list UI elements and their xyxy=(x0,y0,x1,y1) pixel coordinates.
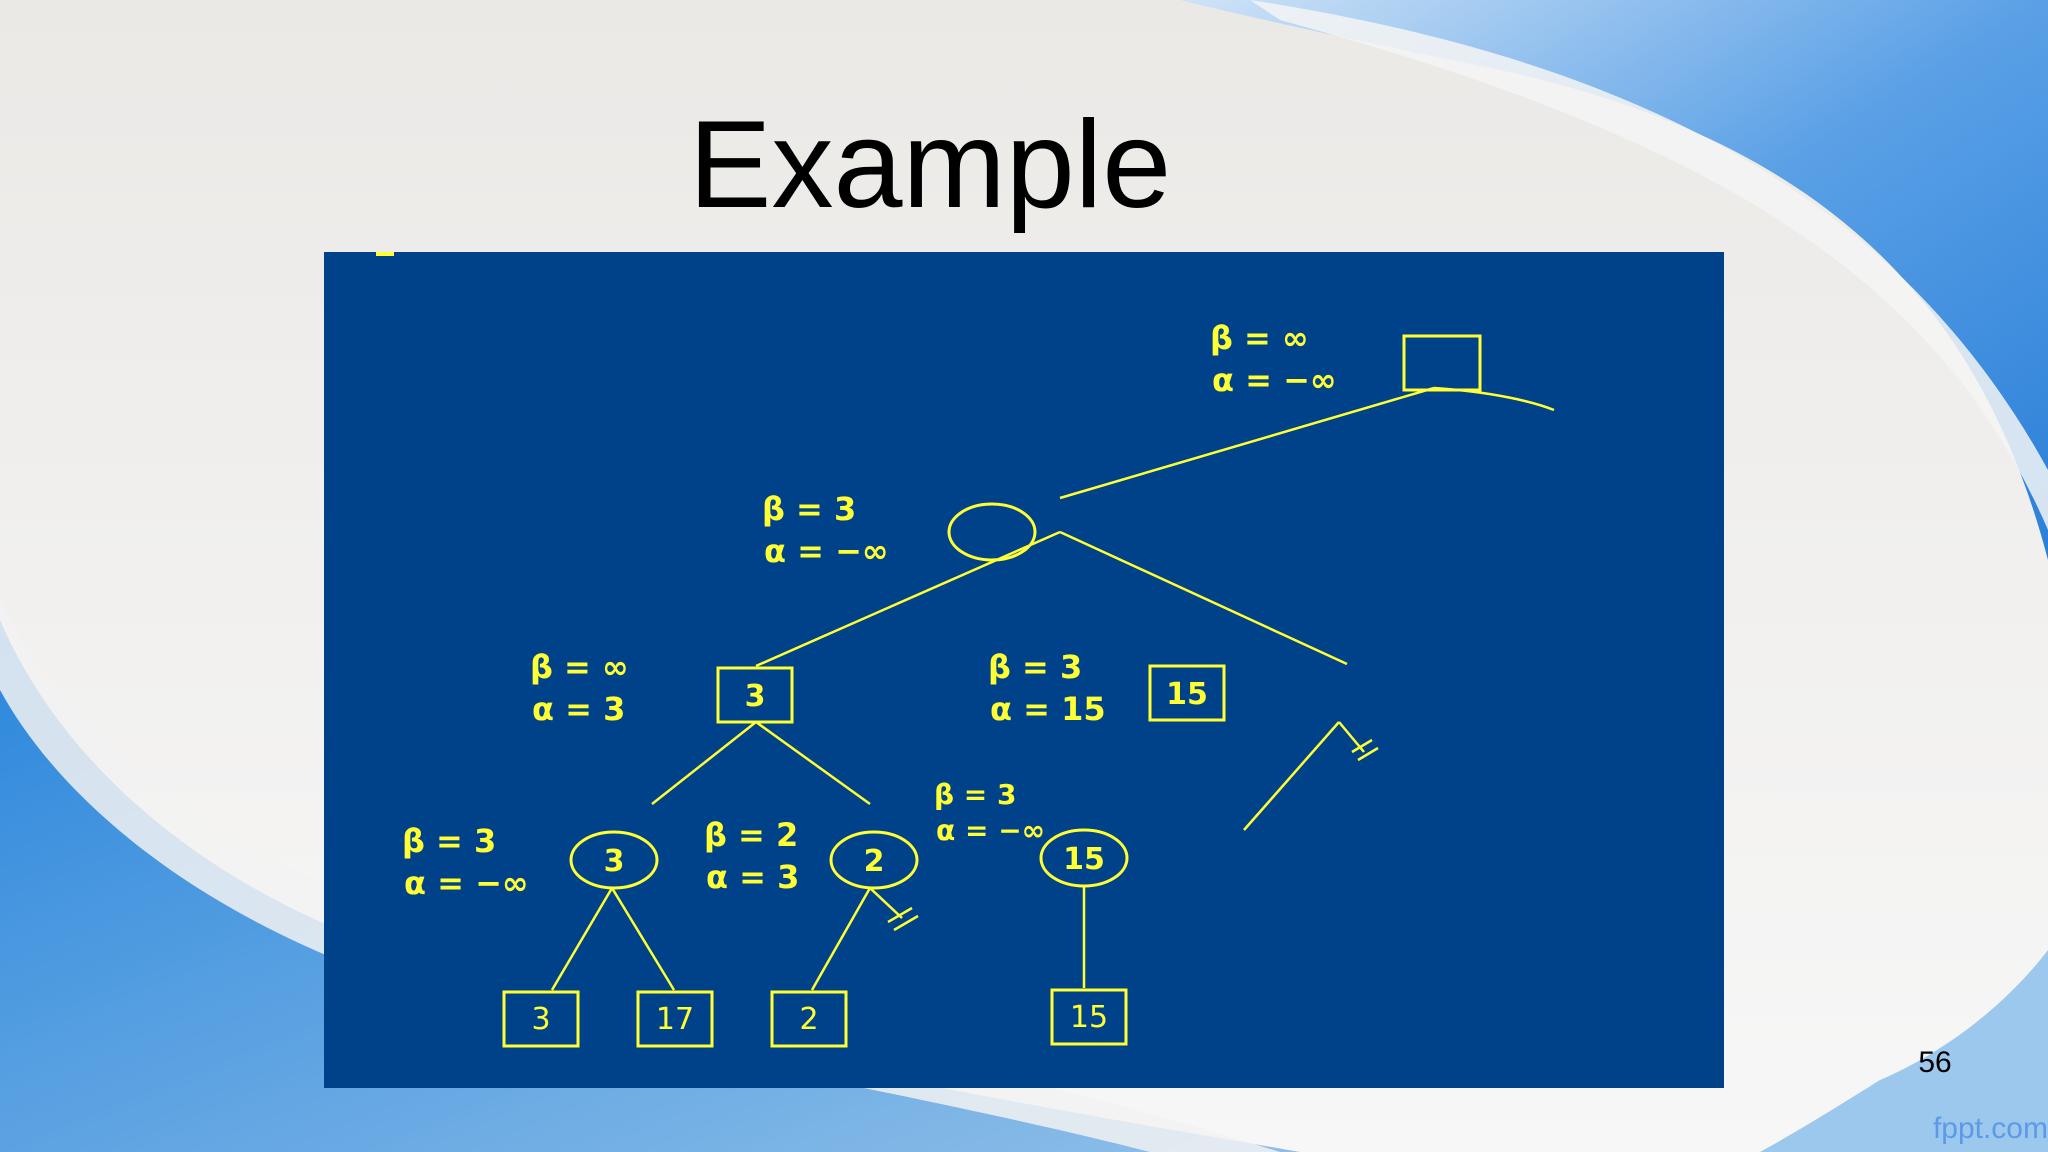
watermark-logo: fppt.com xyxy=(1932,1112,2048,1145)
n1-beta: β = 3 xyxy=(762,490,856,528)
corner-mark xyxy=(376,252,394,256)
n4-beta: β = 3 xyxy=(402,822,496,860)
right-white-curve xyxy=(1250,0,2048,530)
minimax-tree-diagram: 3 15 3 2 15 3 17 2 15 β = ∞ α = −∞ β = 3… xyxy=(324,252,1724,1088)
node-n1-circle xyxy=(947,502,1037,562)
edge-n4-leaf2 xyxy=(610,887,676,991)
n3-alpha: α = 15 xyxy=(990,690,1106,728)
edge-n1-n2 xyxy=(755,530,1061,668)
n5-alpha: α = 3 xyxy=(706,858,799,896)
tree-edges xyxy=(550,386,1555,991)
edge-n4-leaf1 xyxy=(550,887,614,991)
right-blue-swoosh xyxy=(1180,0,2048,560)
alpha-beta-labels: β = ∞ α = −∞ β = 3 α = −∞ β = ∞ α = 3 β … xyxy=(402,319,1337,902)
n5-beta: β = 2 xyxy=(704,816,798,854)
prune-mark-n3a xyxy=(1351,738,1373,754)
edge-n3-n6 xyxy=(1243,721,1340,831)
node-n5-circle xyxy=(829,830,919,890)
leaf-4-value: 15 xyxy=(1070,1000,1108,1035)
root-beta: β = ∞ xyxy=(1210,319,1309,357)
n2-alpha: α = 3 xyxy=(532,690,625,728)
node-n3-value: 15 xyxy=(1166,677,1208,712)
edge-n5-leaf3 xyxy=(810,887,872,991)
prune-mark-n5b xyxy=(893,914,919,932)
edge-root-n1 xyxy=(1059,386,1435,500)
bottom-white-curve xyxy=(0,600,1280,1152)
node-n4-value: 3 xyxy=(604,844,625,879)
node-n6-value: 15 xyxy=(1063,842,1105,877)
node-n6-circle xyxy=(1039,828,1129,888)
node-n3-square xyxy=(1148,664,1226,722)
leaf-2-value: 17 xyxy=(656,1002,694,1037)
edge-n2-n4 xyxy=(651,721,757,805)
leaf-1-box xyxy=(502,990,580,1048)
leaf-2-box xyxy=(636,990,714,1048)
n1-alpha: α = −∞ xyxy=(764,532,889,570)
page-number: 56 xyxy=(1918,1046,1952,1079)
bottom-right-blue xyxy=(1760,950,2048,1152)
n6-alpha: α = −∞ xyxy=(936,814,1045,847)
n4-alpha: α = −∞ xyxy=(404,864,529,902)
n3-beta: β = 3 xyxy=(988,648,1082,686)
leaf-3-box xyxy=(770,990,848,1048)
edge-n1-n3 xyxy=(1059,530,1348,666)
node-root-square xyxy=(1402,334,1482,392)
leaf-4-box xyxy=(1050,988,1128,1046)
leaf-values: 3 17 2 15 xyxy=(531,1000,1108,1037)
slide-title: Example xyxy=(688,96,1172,234)
node-n4-circle xyxy=(569,830,659,890)
prune-mark-n3b xyxy=(1357,746,1379,762)
node-values: 3 15 3 2 15 xyxy=(604,677,1208,879)
node-n2-value: 3 xyxy=(745,679,766,714)
n6-beta: β = 3 xyxy=(934,778,1016,811)
prune-mark-n5a xyxy=(887,906,913,924)
edge-n5-pruned xyxy=(869,887,903,919)
leaf-1-value: 3 xyxy=(531,1002,550,1037)
node-n2-square xyxy=(716,666,794,724)
tree-nodes xyxy=(502,334,1482,1048)
root-alpha: α = −∞ xyxy=(1212,361,1337,399)
edge-n2-n5 xyxy=(755,720,871,806)
leaf-3-value: 2 xyxy=(799,1002,818,1037)
diagram-background xyxy=(324,252,1724,1088)
node-n5-value: 2 xyxy=(864,844,885,879)
n2-beta: β = ∞ xyxy=(530,648,629,686)
